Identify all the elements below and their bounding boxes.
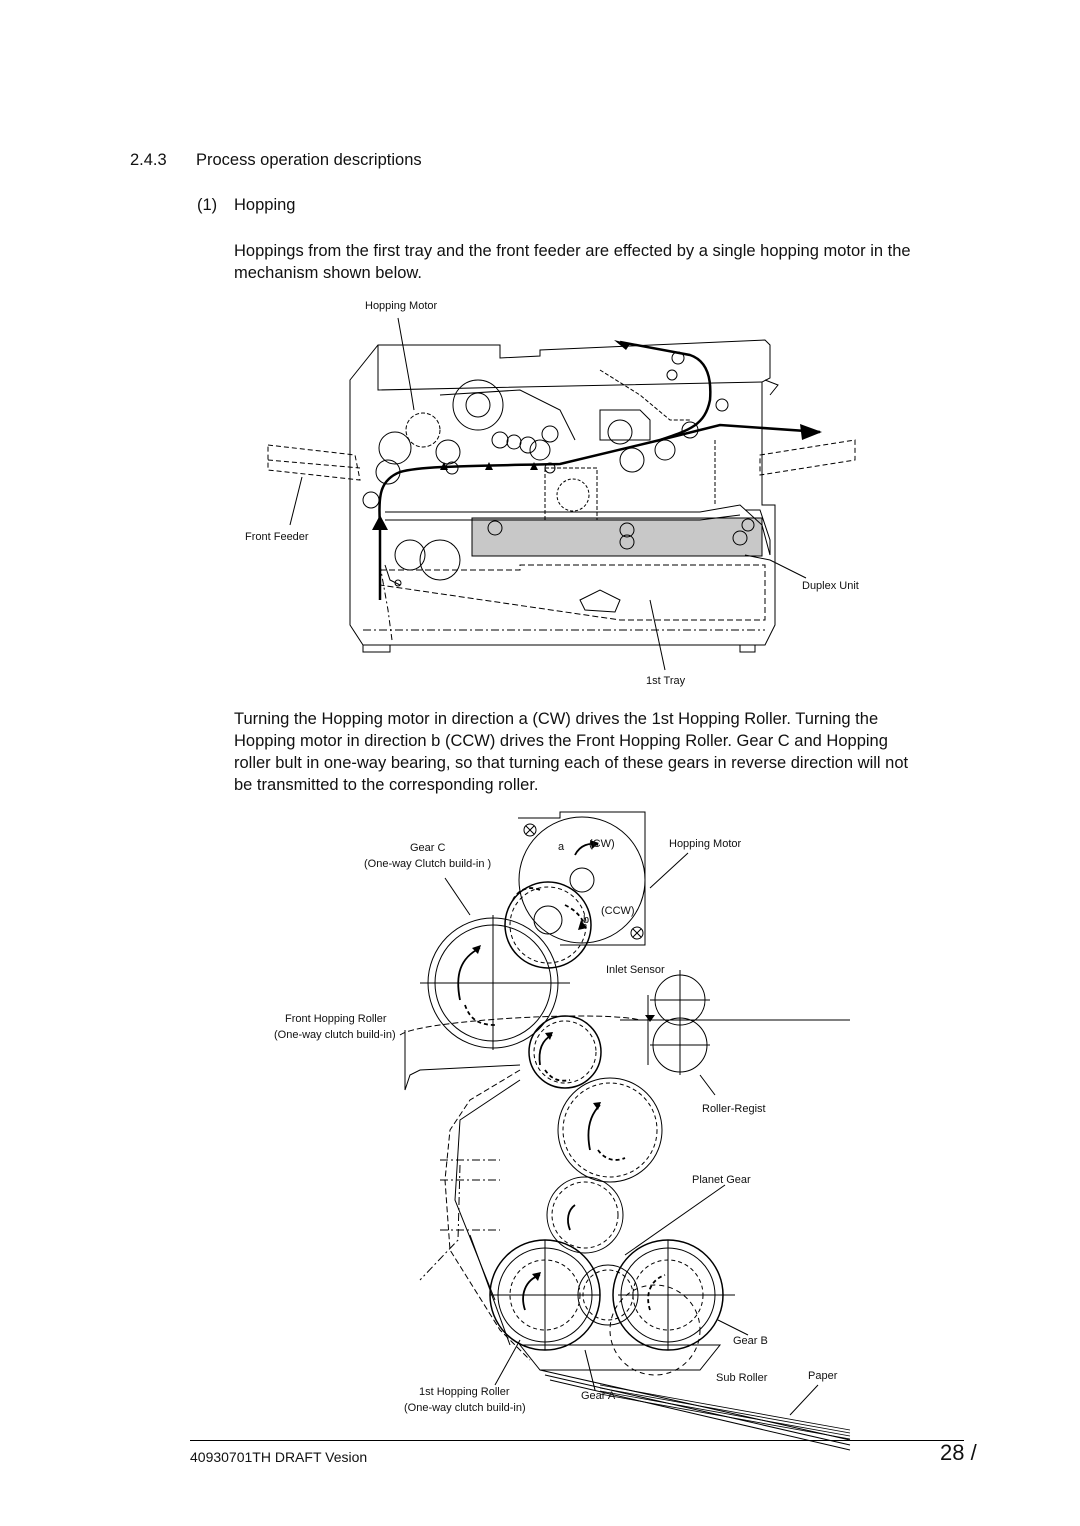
intro-line-2: mechanism shown below. bbox=[234, 264, 423, 282]
footer-doc-id: 40930701TH DRAFT Vesion bbox=[190, 1449, 368, 1465]
subsection-number: (1) bbox=[197, 196, 218, 214]
label-paper: Paper bbox=[808, 1370, 838, 1382]
turning-line-1: Turning the Hopping motor in direction a… bbox=[234, 710, 879, 728]
footer-rule bbox=[190, 1440, 964, 1441]
label-duplex-unit: Duplex Unit bbox=[802, 580, 859, 592]
subsection-title: Hopping bbox=[234, 196, 296, 214]
label-1st-hopping-note: (One-way clutch build-in) bbox=[404, 1402, 526, 1414]
label-gear-c-note: (One-way Clutch build-in ) bbox=[364, 858, 492, 870]
label-inlet-sensor: Inlet Sensor bbox=[606, 964, 665, 976]
turning-line-2: Hopping motor in direction b (CCW) drive… bbox=[234, 732, 888, 750]
label-ccw: (CCW) bbox=[601, 905, 635, 917]
label-front-feeder: Front Feeder bbox=[245, 531, 309, 543]
section-number: 2.4.3 bbox=[130, 151, 167, 169]
label-gear-a: Gear A bbox=[581, 1390, 616, 1402]
label-gear-b: Gear B bbox=[733, 1335, 768, 1347]
intro-line-1: Hoppings from the first tray and the fro… bbox=[234, 242, 911, 260]
label-fig2-hopping-motor: Hopping Motor bbox=[669, 838, 742, 850]
label-gear-c: Gear C bbox=[410, 842, 446, 854]
label-cw: (CW) bbox=[589, 838, 615, 850]
label-hopping-motor: Hopping Motor bbox=[365, 300, 438, 312]
label-roller-regist: Roller-Regist bbox=[702, 1103, 766, 1115]
label-direction-a: a bbox=[558, 841, 565, 853]
label-sub-roller: Sub Roller bbox=[716, 1372, 768, 1384]
intro-paragraph: Hoppings from the first tray and the fro… bbox=[234, 240, 974, 284]
label-direction-b: b bbox=[583, 914, 590, 926]
footer-page-number: 28 / bbox=[940, 1440, 977, 1465]
label-planet-gear: Planet Gear bbox=[692, 1174, 751, 1186]
label-1st-tray: 1st Tray bbox=[646, 675, 686, 687]
label-front-hopping-note: (One-way clutch build-in) bbox=[274, 1029, 396, 1041]
turning-line-3: roller bult in one-way bearing, so that … bbox=[234, 754, 909, 772]
turning-paragraph: Turning the Hopping motor in direction a… bbox=[234, 708, 974, 796]
turning-line-4: be transmitted to the corresponding roll… bbox=[234, 776, 539, 794]
label-1st-hopping-roller: 1st Hopping Roller bbox=[419, 1386, 510, 1398]
section-title: Process operation descriptions bbox=[196, 151, 422, 169]
label-front-hopping-roller: Front Hopping Roller bbox=[285, 1013, 387, 1025]
